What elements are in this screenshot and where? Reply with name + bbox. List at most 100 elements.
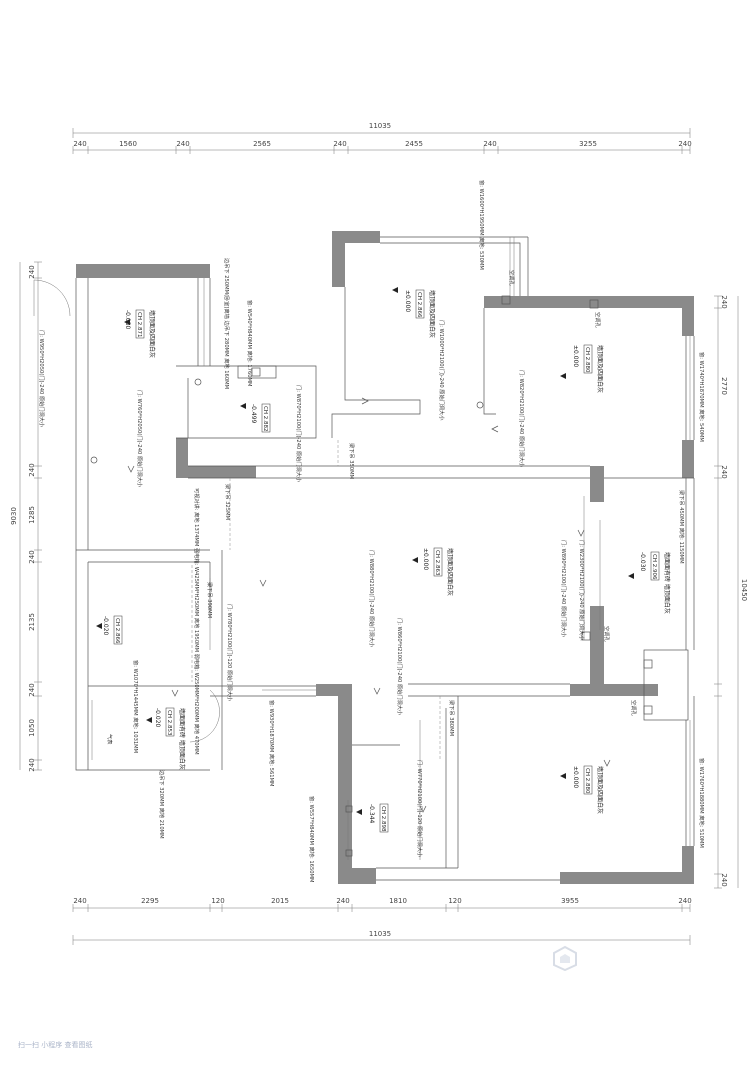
ac-hole-icon <box>643 705 653 715</box>
level-marker-icon <box>560 373 566 379</box>
room-level: -0.499 <box>250 404 257 424</box>
dim-total-top: 11035 <box>369 122 391 130</box>
watermark-text: 扫一扫 小程序 查看图纸 <box>18 1041 93 1049</box>
note-door: 门: W760*H2050(门)-240 原始门洞大小 <box>136 390 144 488</box>
room-level: ±0.000 <box>572 345 579 367</box>
note-ac: 空调孔 <box>594 312 602 328</box>
level-markers <box>96 287 634 815</box>
level-marker-icon <box>146 717 152 723</box>
room-level: ±0.000 <box>404 290 411 312</box>
dim-bottom-seg: 2295 <box>141 897 159 905</box>
arrow-icon <box>127 465 135 473</box>
level-marker-icon <box>392 287 398 293</box>
arrow-icon <box>171 689 179 697</box>
ac-hole-icon <box>581 631 591 641</box>
note-beam: 梁下吊 325MM <box>224 484 232 520</box>
fixture <box>345 805 353 813</box>
room-ch: CH 2.880 <box>584 347 590 373</box>
dim-top-seg: 240 <box>333 140 346 148</box>
level-marker-icon <box>628 573 634 579</box>
room-tag: 墙顶面及四面白灰 CH 2.880 ±0.000 <box>572 344 604 393</box>
room-tag: 墙顶面及四面白灰 CH 2.863 ±0.000 <box>422 547 454 596</box>
dim-bottom-seg: 120 <box>448 897 461 905</box>
level-marker-icon <box>240 403 246 409</box>
room-name: 墙面面有砖 墙顶面白灰 <box>178 708 186 770</box>
note-window: 窗: W557*H840MM 离地: 1650MM <box>308 796 316 883</box>
note-ac: 空调孔 <box>508 270 516 286</box>
note-door: 门: W2300*H2100(门)-240 原始门洞大小 <box>578 540 586 641</box>
room-tag: CH 2.882 -0.499 <box>250 403 271 433</box>
room-labels: 墙顶面及四面白灰 CH 2.871 -0.030 墙顶面及四面白灰 CH 2.8… <box>102 289 671 833</box>
note-beam: 梁下吊 450MM 离地: 1150MM <box>678 490 686 564</box>
dim-right-total: 10450 <box>740 579 748 601</box>
annotations: 窗: W1600*H1950MM 离地: 530MM 窗: W1740*H187… <box>38 180 706 883</box>
room-level: ±0.000 <box>572 766 579 788</box>
room-name: 墙顶面及四面白灰 <box>596 766 604 814</box>
dim-right-seg: 240 <box>720 295 728 308</box>
partition-lines <box>33 236 695 881</box>
arrows <box>127 397 611 813</box>
room-ch: CH 2.906 <box>651 554 657 580</box>
arrow-icon <box>259 579 267 587</box>
arrow-icon <box>419 805 427 813</box>
room-tag: CH 2.866 -0.020 <box>102 615 123 645</box>
note-window: 窗: W1760*H1880MM 离地: 510MM <box>698 758 706 848</box>
dim-top-seg: 3255 <box>579 140 597 148</box>
dim-bottom-seg: 240 <box>73 897 86 905</box>
arrow-icon <box>491 425 499 433</box>
level-marker-icon <box>356 809 362 815</box>
dim-right-seg: 2770 <box>720 377 728 395</box>
right-dimension-segments: 240 2770 240 240 10450 <box>714 295 748 889</box>
dim-top-seg: 240 <box>176 140 189 148</box>
arrow-icon <box>577 529 585 537</box>
room-level: ±0.000 <box>422 548 429 570</box>
note-door: 门: W770*H2100(门)-120 原始门洞大小 <box>416 760 424 858</box>
fixture <box>251 367 261 377</box>
wall <box>682 440 694 478</box>
wall <box>682 296 694 336</box>
room-name: 墙顶面及四面白灰 <box>446 548 454 596</box>
room-level: -0.020 <box>154 708 161 728</box>
arrow-icon <box>373 687 381 695</box>
note-window: 窗: W540*H840MM 离地: 1760MM <box>246 300 254 387</box>
dim-left-total: 9030 <box>10 507 18 525</box>
dim-left-seg: 2135 <box>28 613 36 631</box>
room-ch: CH 2.880 <box>584 768 590 794</box>
wall <box>590 466 604 502</box>
room-tag: 墙面面有砖 墙顶面白灰 CH 2.853 -0.020 <box>154 707 186 770</box>
note-door: 门: W1000*H2100(门)-240 原始门洞大小 <box>438 320 446 421</box>
dim-left-seg: 1285 <box>28 506 36 524</box>
wall <box>590 606 604 686</box>
wall <box>570 684 658 696</box>
dim-left-seg: 240 <box>28 550 36 563</box>
fixture <box>476 401 484 409</box>
room-ch: CH 2.898 <box>380 806 386 832</box>
ac-hole-icon <box>589 299 599 309</box>
note-window: 窗: W1740*H1870MM 离地: 540MM <box>698 352 706 442</box>
room-name: 墙顶面及四面白灰 <box>596 345 604 393</box>
note-electrical: 可视对讲: 离地 1374MM 强电箱: W425MM*H250MM 离地 19… <box>193 488 201 755</box>
fixture <box>194 378 202 386</box>
room-name: 墙顶面及四面白灰 <box>148 310 156 358</box>
dim-bottom-seg: 240 <box>678 897 691 905</box>
ac-hole-icon <box>643 659 653 669</box>
note-beam: 梁下吊 390MM <box>206 582 214 618</box>
level-marker-icon <box>96 623 102 629</box>
note-beam: 梁下吊 350MM <box>348 443 356 479</box>
wall <box>338 868 376 884</box>
dim-left-seg: 240 <box>28 683 36 696</box>
dim-right-seg: 240 <box>720 465 728 478</box>
note-ac: 空调孔 <box>630 700 638 716</box>
wall <box>338 684 352 884</box>
fixture <box>237 365 277 379</box>
dim-top-seg: 240 <box>483 140 496 148</box>
note-door: 门: W780*H2100(门)-120 原始门洞大小 <box>226 604 234 702</box>
note-gas: 气表 <box>106 734 114 745</box>
note-door: 门: W950*H2050(门)-240 原始门洞大小 <box>38 330 46 428</box>
room-level: -0.030 <box>639 552 646 572</box>
room-ch: CH 2.853 <box>166 710 172 736</box>
room-ch: CH 2.866 <box>416 292 422 318</box>
dim-left-seg: 240 <box>28 463 36 476</box>
bottom-dimension-segments: 240 2295 120 2015 240 1810 120 3955 240 <box>72 897 692 912</box>
room-ch: CH 2.871 <box>136 312 142 337</box>
